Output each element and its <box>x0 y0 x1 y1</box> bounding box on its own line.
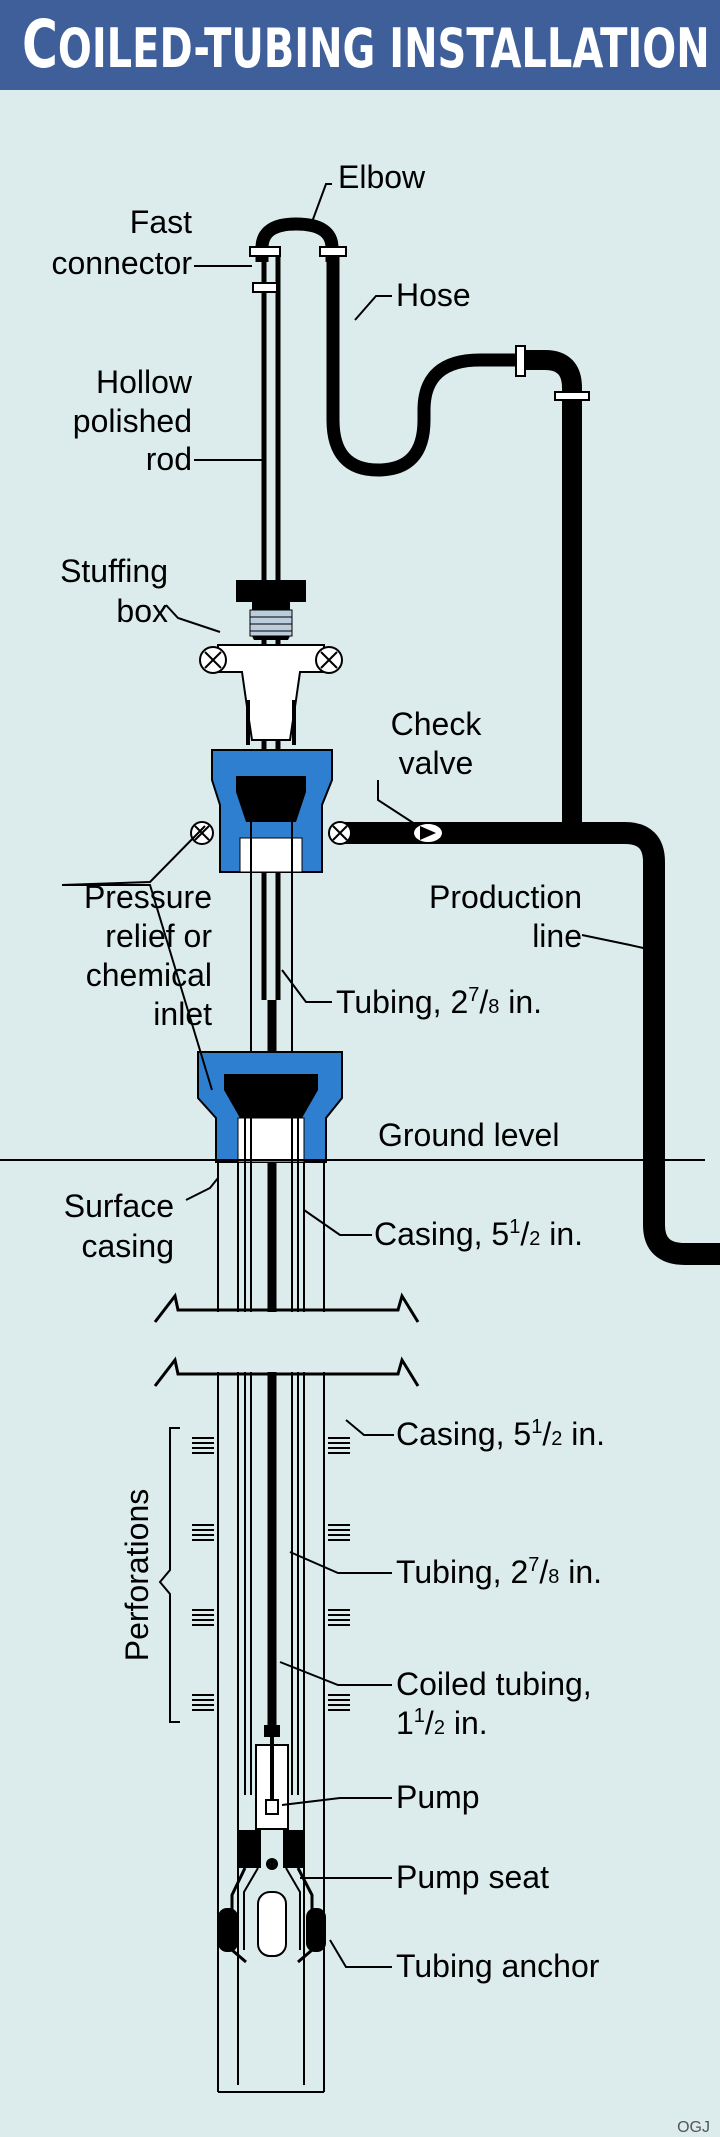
elbow-pipe <box>255 217 339 262</box>
label-tubing-lower: Tubing, 27/8 in. <box>396 1554 602 1590</box>
label-hollow-3: rod <box>146 441 192 477</box>
stuffing-box-valve-left-icon <box>199 646 227 674</box>
label-stuffing-2: box <box>116 593 168 629</box>
label-check-2: valve <box>399 745 474 781</box>
pump-seat <box>239 1830 305 1870</box>
label-pressure-4: inlet <box>153 996 212 1032</box>
label-production-1: Production <box>429 879 582 915</box>
label-pump: Pump <box>396 1779 480 1815</box>
label-pump-seat: Pump seat <box>396 1859 549 1895</box>
label-stuffing-1: Stuffing <box>60 553 168 589</box>
tubing-anchor <box>218 1867 326 1964</box>
tubing-head-upper <box>211 749 333 873</box>
label-hose: Hose <box>396 277 471 313</box>
check-valve-icon <box>412 822 444 844</box>
title-bar: COILED-TUBING INSTALLATION <box>0 0 720 90</box>
break-mark-upper <box>153 1292 420 1323</box>
wellhead-valve-right-icon <box>328 821 352 845</box>
stuffing-box-valve-right-icon <box>315 646 343 674</box>
label-hollow-1: Hollow <box>96 364 193 400</box>
pipe-flange-icon <box>554 391 590 401</box>
label-fast-connector-2: connector <box>51 245 192 281</box>
break-gap <box>214 1312 328 1372</box>
label-ground-level: Ground level <box>378 1117 559 1153</box>
label-coiled-tubing-2: 11/2 in. <box>396 1705 488 1741</box>
production-line-pipe <box>335 822 720 1265</box>
pressure-relief-valve-upper-icon <box>190 821 214 845</box>
perforation-marks <box>192 1437 350 1711</box>
label-fast-connector-1: Fast <box>130 204 192 240</box>
label-surface-2: casing <box>82 1228 175 1264</box>
label-production-2: line <box>532 918 582 954</box>
pump <box>255 1725 289 1830</box>
hose-to-vertical-pipe <box>520 350 582 835</box>
elbow-connector-icon <box>319 246 347 257</box>
label-pressure-2: relief or <box>105 918 212 954</box>
hose-pipe <box>326 256 520 477</box>
label-hollow-2: polished <box>73 403 192 439</box>
label-casing-upper: Casing, 51/2 in. <box>374 1216 583 1252</box>
label-surface-1: Surface <box>64 1188 174 1224</box>
label-casing-lower: Casing, 51/2 in. <box>396 1416 605 1452</box>
label-credit: OGJ <box>677 2119 710 2136</box>
diagram-title: COILED-TUBING INSTALLATION <box>22 6 710 83</box>
leader-lines <box>61 183 653 1968</box>
stuffing-box <box>217 580 325 745</box>
fast-connector-icon <box>249 246 281 257</box>
label-pressure-1: Pressure <box>84 879 212 915</box>
casing-head-lower <box>197 1051 343 1163</box>
label-check-1: Check <box>391 706 483 742</box>
hose-connector-icon <box>515 345 526 377</box>
label-elbow: Elbow <box>338 159 426 195</box>
label-coiled-tubing-1: Coiled tubing, <box>396 1666 592 1702</box>
break-mark-lower <box>153 1356 420 1387</box>
perforations-bracket <box>158 1427 180 1723</box>
label-tubing-anchor: Tubing anchor <box>396 1948 600 1984</box>
label-pressure-3: chemical <box>86 957 212 993</box>
fast-connector-lower-icon <box>252 282 278 293</box>
label-tubing-upper: Tubing, 27/8 in. <box>336 984 542 1020</box>
label-perforations: Perforations <box>119 1489 155 1662</box>
